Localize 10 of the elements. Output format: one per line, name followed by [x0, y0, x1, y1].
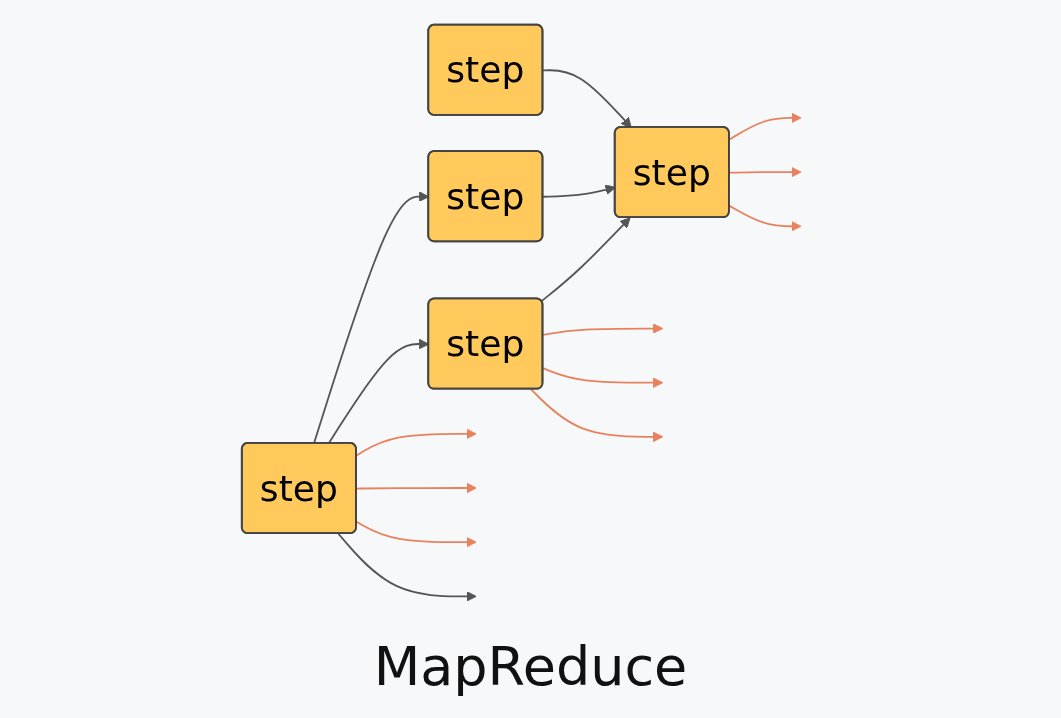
- arrow: [728, 204, 802, 232]
- diagram-title: MapReduce: [373, 635, 688, 698]
- arrow: [542, 68, 632, 128]
- arrow: [540, 216, 631, 302]
- arrow: [542, 366, 664, 388]
- arrow: [728, 112, 802, 140]
- arrow: [337, 532, 477, 602]
- arrow: [542, 322, 664, 336]
- arrow: [530, 387, 664, 442]
- arrow: [728, 166, 802, 177]
